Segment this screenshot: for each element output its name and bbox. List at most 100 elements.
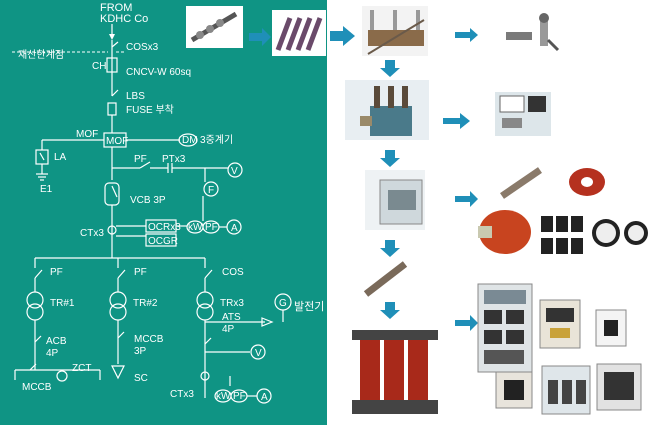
ct-label: CTx3 [80, 228, 104, 239]
trx3-label: TRx3 [220, 298, 244, 309]
dm-label: DM [182, 135, 198, 146]
arrow-icon [455, 28, 478, 42]
mc-photo-3 [596, 363, 642, 411]
dm-circle [178, 133, 198, 147]
freq-circle [203, 181, 219, 197]
tr1-label: TR#1 [50, 298, 75, 309]
arrow-icon [249, 28, 271, 46]
acb-switch [34, 335, 42, 343]
arrow-down-icon [380, 150, 400, 167]
pf2-label: PF [233, 391, 246, 402]
acb-label: ACB [46, 336, 67, 347]
ct-photo [565, 164, 609, 198]
e1-label: E1 [40, 184, 53, 195]
mccb-switch [117, 331, 125, 339]
tr2-label: TR#2 [133, 298, 158, 309]
ch-box [106, 57, 118, 73]
mc-photo-1 [495, 371, 533, 409]
trx3-symbol [196, 291, 214, 309]
zct-symbol [56, 370, 68, 382]
ats-switch [204, 337, 212, 345]
voltmeter-circle [227, 162, 243, 178]
ct2-label: CTx3 [170, 389, 194, 400]
single-line-diagram: FROM KDHC Co 재산한계점 COSx3 CH CNCV-W 60sq … [12, 2, 324, 404]
ocgr-box [145, 233, 177, 247]
ats-poles-label: 4P [222, 324, 235, 335]
cos-fuse-photo [186, 6, 243, 48]
relay-photo [538, 212, 586, 258]
lv-panel-photo [477, 283, 533, 373]
branch3-cos-switch [204, 269, 213, 279]
transformer-photo [345, 322, 445, 422]
mccb-label: MCCB [134, 334, 164, 345]
ammeter2-label: A [261, 392, 268, 403]
arrow-down-icon [380, 60, 400, 77]
mccb-photo [595, 309, 627, 347]
arrow-icon [455, 191, 478, 207]
kw2-label: kW [216, 391, 231, 402]
vcb-label: VCB 3P [130, 195, 166, 206]
voltmeter2-label: V [255, 348, 262, 359]
branch1-pf-label: PF [50, 267, 63, 278]
cos-switch [111, 41, 119, 48]
arrow-icon [330, 26, 355, 46]
ownership-label: 재산한계점 [18, 49, 64, 61]
ct2-symbol [200, 371, 210, 381]
mccb-poles-label: 3P [134, 346, 147, 357]
branch1-pf-switch [34, 269, 43, 279]
acb-poles-label: 4P [46, 348, 59, 359]
single-line-diagram-panel: FROM KDHC Co 재산한계점 COSx3 CH CNCV-W 60sq … [0, 0, 327, 425]
acb-photo [539, 299, 581, 349]
mof-box-label: MOF [106, 136, 128, 147]
meter-cabinet-photo [495, 92, 551, 136]
arrow-down-icon [380, 240, 400, 257]
arrow-icon [455, 315, 478, 331]
mof-label: MOF [76, 129, 98, 140]
vcb-photo [365, 170, 425, 230]
from-label: FROM [100, 2, 132, 14]
sc-symbol [111, 365, 125, 380]
pf-fuse-photo [497, 164, 547, 202]
pf-label: PF [134, 154, 147, 165]
kw-label: kW [188, 222, 203, 233]
pt-label: PTx3 [162, 154, 186, 165]
sc-label: SC [134, 373, 148, 384]
tr1-symbol [26, 291, 44, 309]
ocr-label: OCRx3 [148, 222, 181, 233]
lightning-arrester-photo [272, 10, 326, 56]
pf-meter-label: PF [205, 222, 218, 233]
freq-label: F [208, 185, 214, 196]
kdhc-label: KDHC Co [100, 13, 148, 25]
lbs-label: LBS [126, 91, 145, 102]
mc-photo-2 [541, 365, 591, 415]
generator-label: G [279, 298, 287, 309]
power-fuse-photo [362, 260, 412, 298]
cable-label: CNCV-W 60sq [126, 67, 191, 78]
ct-symbol [107, 225, 117, 235]
insulator-photo [500, 13, 570, 60]
zct-label: ZCT [72, 363, 91, 374]
la-label: LA [54, 152, 67, 163]
arrow-icon [443, 113, 470, 129]
arrow-down-icon [380, 302, 400, 319]
mccb-small-label: MCCB [22, 382, 52, 393]
ocgr-label: OCGR [148, 236, 178, 247]
voltmeter-label: V [231, 166, 238, 177]
ch-label: CH [92, 61, 106, 72]
incoming-arrow [109, 34, 115, 40]
lbs-photo [362, 6, 428, 56]
meters-photo [589, 214, 651, 252]
lbs-switch [111, 89, 119, 97]
tr2-symbol [109, 291, 127, 309]
branch3-cos-label: COS [222, 267, 244, 278]
voltmeter2-circle [250, 344, 266, 360]
meter-label: 3중계기 [200, 134, 233, 146]
mof-photo [345, 80, 429, 140]
fuse-label: FUSE 부착 [126, 104, 174, 116]
branch2-pf-label: PF [134, 267, 147, 278]
ats-label: ATS [222, 312, 241, 323]
branch2-pf-switch [117, 269, 126, 279]
mccb-small-switch [29, 363, 37, 371]
ammeter-label: A [231, 223, 238, 234]
